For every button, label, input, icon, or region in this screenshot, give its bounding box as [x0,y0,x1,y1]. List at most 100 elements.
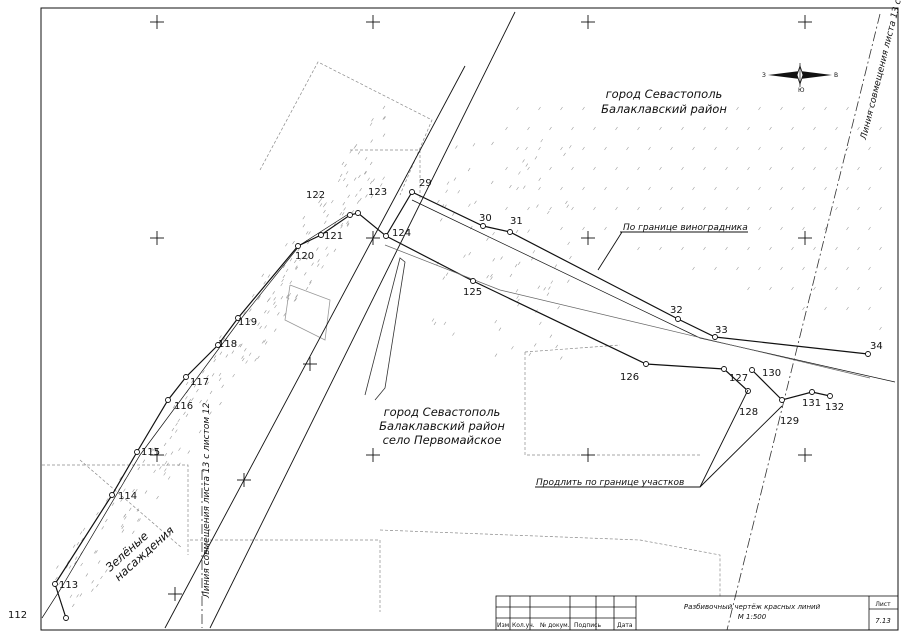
tb-title: Разбивочный чертёж красных линий [684,603,821,611]
point-label-125: 125 [463,287,482,298]
title-block [495,595,899,631]
point-marker-113 [52,581,58,587]
grid-cross [303,357,317,371]
point-marker-114 [109,492,115,498]
area-label-top-2: Балаклавский район [601,102,727,116]
area-label-center-2: Балаклавский район [379,419,505,433]
point-marker-121 [318,232,324,238]
area-label-center-1: город Севастополь [384,405,501,419]
grid-cross [798,15,812,29]
point-marker-34 [865,351,871,357]
red-line-south-east [751,369,831,401]
point-marker-131 [809,389,815,395]
grid-cross [366,15,380,29]
grid-crosses [150,15,812,601]
survey-lines [164,11,516,629]
red-line-east [384,191,896,392]
point-label-117: 117 [190,377,209,388]
point-label-33: 33 [715,325,728,336]
point-marker-117 [183,374,189,380]
point-marker-116 [165,397,171,403]
grid-cross [581,15,595,29]
point-label-127: 127 [729,373,748,384]
point-label-32: 32 [670,305,683,316]
grid-cross [150,231,164,245]
point-label-123: 123 [368,187,387,198]
point-label-29: 29 [419,178,432,189]
note-extend: Продлить по границе участков [536,478,684,488]
svg-text:В: В [834,72,838,79]
grid-cross [581,231,595,245]
point-label-112: 112 [8,610,27,621]
svg-text:З: З [762,72,766,79]
point-marker-122 [347,212,353,218]
point-label-132: 132 [825,402,844,413]
point-marker-29 [409,189,415,195]
point-marker-119 [235,315,241,321]
point-marker-120 [295,243,301,249]
tb-col-6: Дата [617,622,633,629]
grid-cross [798,448,812,462]
point-marker-112 [63,615,69,621]
point-label-124: 124 [392,228,411,239]
sheet-match-lines [201,13,881,631]
grid-cross [150,448,164,462]
area-label-center-3: село Первомайское [383,433,502,447]
grid-cross [798,231,812,245]
point-marker-31 [507,229,513,235]
point-label-119: 119 [238,317,257,328]
point-marker-33 [712,334,718,340]
point-marker-123 [355,210,361,216]
point-marker-118 [215,342,221,348]
point-marker-132 [827,393,833,399]
svg-text:Ю: Ю [798,87,805,94]
grid-cross [366,231,380,245]
point-label-31: 31 [510,216,523,227]
point-marker-32 [675,316,681,322]
point-label-129: 129 [780,416,799,427]
point-label-128: 128 [739,407,758,418]
road-outlines [284,257,406,401]
note-vineyard: По границе виноградника [623,223,748,233]
grid-cross [237,473,251,487]
tb-col-2: Кол.уч. [512,622,535,629]
point-marker-125 [470,278,476,284]
sheet-frame [40,7,899,631]
area-label-top-1: город Севастополь [606,87,723,101]
point-label-116: 116 [174,401,193,412]
tb-col-4: № докум. [540,622,570,629]
note-leaders [535,231,783,488]
point-label-122: 122 [306,190,325,201]
point-marker-126 [643,361,649,367]
north-arrow-icon: З В Ю [762,63,838,94]
point-label-34: 34 [870,341,883,352]
green-area-label: Зелёные насаждения [103,523,177,584]
point-marker-127 [721,366,727,372]
tb-sheet-number: 7.13 [875,617,891,625]
grid-cross [581,448,595,462]
red-line-west [41,212,387,619]
point-label-113: 113 [59,580,78,591]
grid-cross [150,15,164,29]
point-label-120: 120 [295,251,314,262]
tb-scale: М 1:500 [738,613,767,621]
tb-sheet-label: Лист [875,601,891,608]
point-label-114: 114 [118,491,137,502]
tb-col-1: Изм. [497,622,511,629]
point-label-131: 131 [802,398,821,409]
point-marker-124 [383,233,389,239]
point-label-121: 121 [324,231,343,242]
point-label-115: 115 [141,447,160,458]
point-marker-115 [134,449,140,455]
terrain-hatching [55,105,882,608]
parcel-outlines [42,61,721,612]
point-marker-129 [779,397,785,403]
point-label-30: 30 [479,213,492,224]
point-marker-130 [749,367,755,373]
point-marker-30 [480,223,486,229]
grid-cross [168,587,182,601]
boundary-label-left: Линия совмещения листа 13 с листом 12 [202,402,212,599]
